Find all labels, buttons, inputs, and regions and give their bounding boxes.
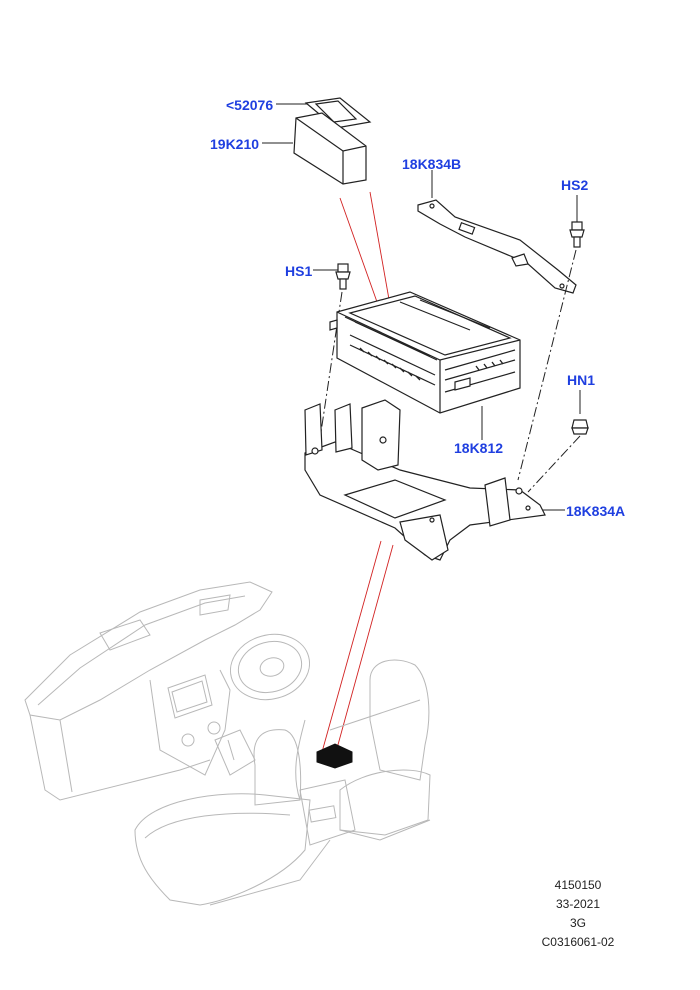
unit-vents [359, 347, 504, 381]
reference-line-4: C0316061-02 [541, 935, 615, 949]
leader-lines [262, 103, 581, 511]
label-52076: <52076 [226, 97, 274, 113]
reference-line-3: 3G [569, 916, 586, 930]
screw-HS2 [569, 221, 585, 248]
reference-line-1: 4150150 [554, 878, 602, 892]
label-19K210: 19K210 [210, 136, 260, 152]
screw-HS1 [335, 263, 351, 290]
unit-18K812 [329, 291, 521, 414]
reference-block: 4150150 33-2021 3G C0316061-02 [518, 876, 638, 952]
module-19K210 [293, 112, 367, 185]
label-18K812: 18K812 [454, 440, 504, 456]
vehicle-interior-outline [24, 581, 431, 906]
reference-line-2: 33-2021 [555, 897, 601, 911]
bracket-18K834A [304, 399, 546, 561]
label-18K834A: 18K834A [566, 503, 626, 519]
strap-18K834B [417, 199, 577, 294]
label-HN1: HN1 [567, 372, 596, 388]
label-HS2: HS2 [561, 177, 589, 193]
label-HS1: HS1 [285, 263, 313, 279]
label-18K834B: 18K834B [402, 156, 462, 172]
nut-HN1 [571, 419, 589, 435]
installed-location-marker [316, 743, 353, 769]
